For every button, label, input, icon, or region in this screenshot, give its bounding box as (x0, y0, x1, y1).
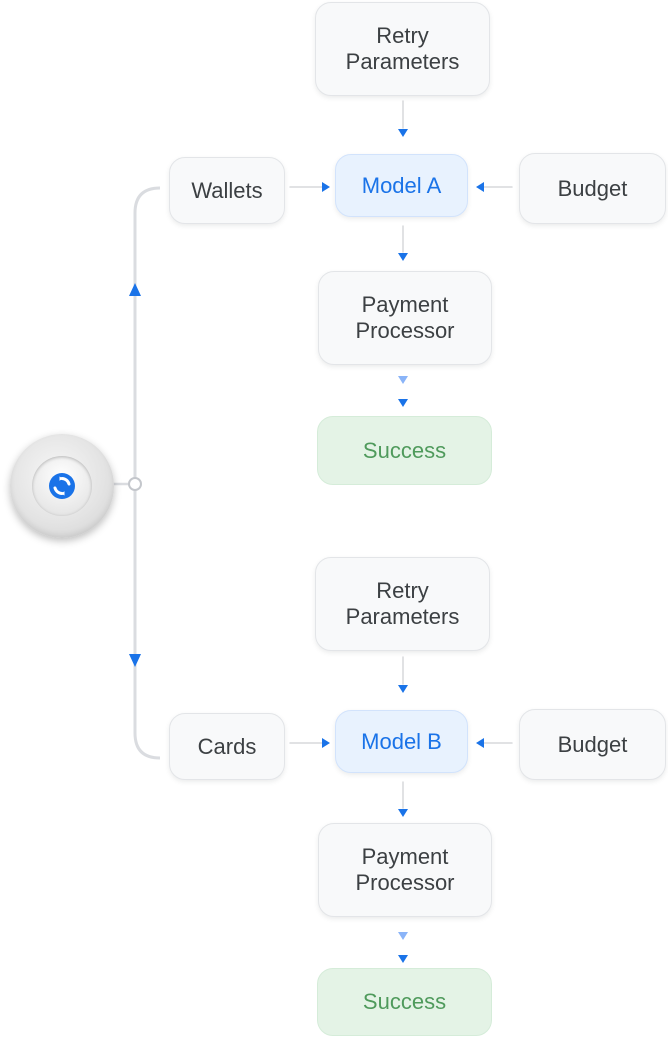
trunk-arrow-up (129, 283, 141, 296)
retry-parameters-node-a: Retry Parameters (315, 2, 490, 96)
junction-node (128, 477, 142, 491)
model-to-processor-arrow-a (398, 253, 408, 261)
payment-processor-node-a: Payment Processor (318, 271, 492, 365)
model-to-processor-arrow-b (398, 809, 408, 817)
budget-to-model-arrow-a (476, 182, 484, 192)
trunk-line (133, 186, 161, 760)
success-node-a: Success (317, 416, 492, 485)
sync-loop-icon (49, 473, 75, 499)
trunk-arrow-down (129, 654, 141, 667)
model-b-node: Model B (335, 710, 468, 773)
budget-to-model-arrow-b (476, 738, 484, 748)
processor-to-success-arrow-a (398, 399, 408, 407)
retry-to-model-arrow-b (398, 685, 408, 693)
processor-to-success-arrow-faded-b (398, 932, 408, 940)
budget-node-a: Budget (519, 153, 666, 224)
retry-parameters-node-b: Retry Parameters (315, 557, 490, 651)
model-a-node: Model A (335, 154, 468, 217)
budget-node-b: Budget (519, 709, 666, 780)
hub-core (32, 456, 92, 516)
source-to-model-arrow-a (322, 182, 330, 192)
retry-to-model-arrow-a (398, 129, 408, 137)
processor-to-success-arrow-faded-a (398, 376, 408, 384)
processor-to-success-arrow-b (398, 955, 408, 963)
source-to-model-arrow-b (322, 738, 330, 748)
payment-processor-node-b: Payment Processor (318, 823, 492, 917)
cards-source-node: Cards (169, 713, 285, 780)
wallets-source-node: Wallets (169, 157, 285, 224)
success-node-b: Success (317, 968, 492, 1036)
routing-hub (10, 434, 114, 538)
